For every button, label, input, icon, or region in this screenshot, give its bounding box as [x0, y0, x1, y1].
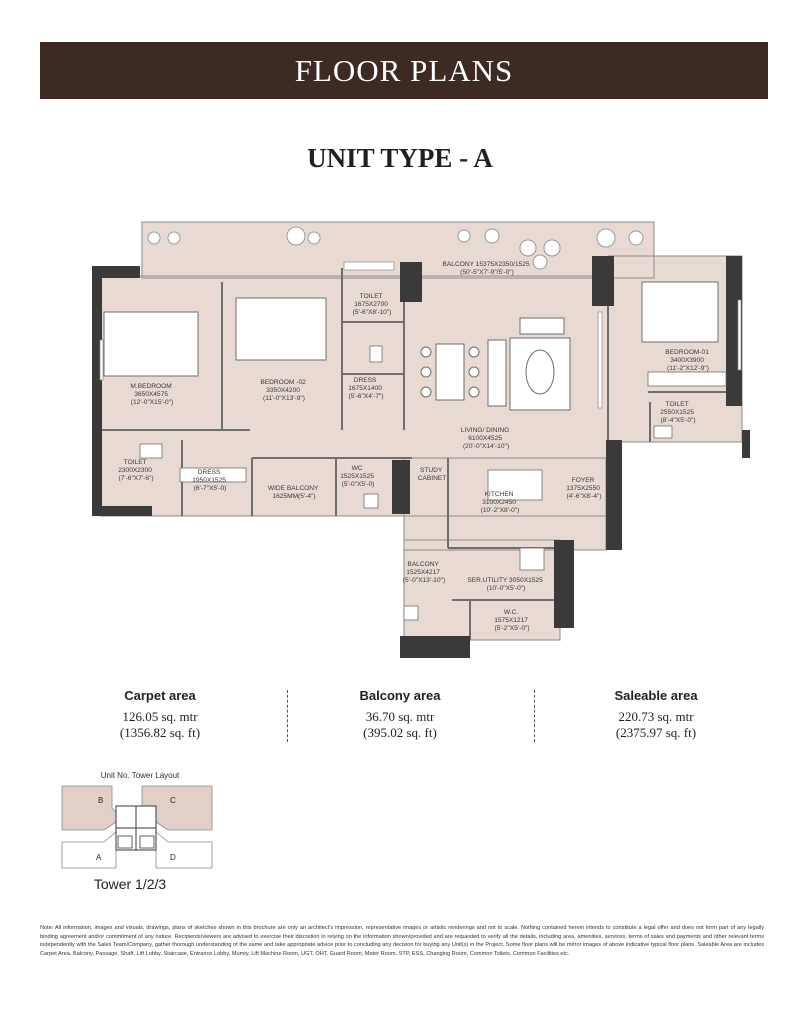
tower-label: Tower 1/2/3 — [93, 876, 167, 892]
balcony-area: Balcony area 36.70 sq. mtr (395.02 sq. f… — [300, 688, 500, 741]
saleable-area-metric: 220.73 sq. mtr — [618, 709, 694, 724]
saleable-area-imperial: (2375.97 sq. ft) — [615, 725, 697, 740]
room-label-bedroom-02: BEDROOM -02 3350X4200 (11'-0"X13'-9") — [260, 379, 307, 402]
unit-type-title: UNIT TYPE - A — [307, 143, 493, 173]
carpet-area-metric: 126.05 sq. mtr — [122, 709, 198, 724]
header-banner: FLOOR PLANS — [40, 42, 768, 99]
tower-layout-caption: Unit No. Tower Layout — [100, 771, 180, 780]
carpet-area: Carpet area 126.05 sq. mtr (1356.82 sq. … — [60, 688, 260, 741]
tower-layout-map: B C A D — [61, 785, 213, 869]
room-label-foyer: FOYER 1375X2550 (4'-6"X8'-4") — [566, 477, 602, 500]
carpet-area-imperial: (1356.82 sq. ft) — [119, 725, 201, 740]
room-label-bedroom-01: BEDROOM-01 3400X3900 (11'-2"X12'-9") — [665, 349, 710, 372]
room-label-balcony-small: BALCONY 1525X4217 (5'-0"X13'-10") — [403, 561, 445, 584]
tower-unit-b: B — [98, 796, 103, 805]
room-label-toilet-left: TOILET 2300X2300 (7'-6"X7'-6") — [118, 459, 154, 482]
balcony-area-metric: 36.70 sq. mtr — [365, 709, 435, 724]
page-title: FLOOR PLANS — [294, 52, 514, 88]
saleable-area-label: Saleable area — [614, 688, 698, 703]
room-label-kitchen: KITCHEN 3100X2450 (10'-2"X8'-0") — [481, 491, 520, 514]
room-label-toilet-top: TOILET 1675X2700 (5'-6"X8'-10") — [353, 293, 392, 316]
room-label-balcony-top: BALCONY 15375X2350/1525 (50'-5"X7'-9"/5'… — [443, 261, 532, 276]
tower-unit-d: D — [170, 853, 176, 862]
tower-unit-c: C — [170, 796, 176, 805]
room-label-dress-center: DRESS 1675X1400 (5'-6"X4'-7") — [348, 377, 384, 400]
room-label-living: LIVING/ DINING 6100X4525 (20'-0"X14'-10"… — [461, 427, 511, 450]
balcony-area-imperial: (395.02 sq. ft) — [363, 725, 437, 740]
balcony-area-label: Balcony area — [359, 688, 441, 703]
room-label-study: STUDY CABINET — [418, 467, 447, 482]
room-label-wc: WC 1525X1525 (5'-0"X5'-0) — [340, 465, 376, 488]
room-label-ser-utility: SER.UTILITY 3050X1525 (10'-0"X5'-0") — [467, 577, 544, 592]
area-summary: Carpet area 126.05 sq. mtr (1356.82 sq. … — [60, 688, 760, 748]
room-label-wide-balcony: WIDE BALCONY 1625MM(5'-4") — [268, 485, 320, 500]
disclaimer-note: Note: All information, images and visual… — [40, 925, 764, 957]
tower-unit-a: A — [96, 853, 102, 862]
room-label-dress-left: DRESS 1950X1525 (6'-7"X5'-0) — [192, 469, 228, 492]
room-label-toilet-right: TOILET 2550X1525 (8'-4"X5'-0") — [660, 401, 696, 424]
room-label-wc-small: W.C. 1575X1217 (5'-2"X5'-0") — [494, 609, 530, 632]
room-label-mbedroom: M.BEDROOM 3650X4575 (12'-0"X15'-0") — [130, 383, 173, 406]
area-divider — [287, 690, 288, 742]
area-divider — [534, 690, 535, 742]
saleable-area: Saleable area 220.73 sq. mtr (2375.97 sq… — [556, 688, 756, 741]
carpet-area-label: Carpet area — [124, 688, 196, 703]
